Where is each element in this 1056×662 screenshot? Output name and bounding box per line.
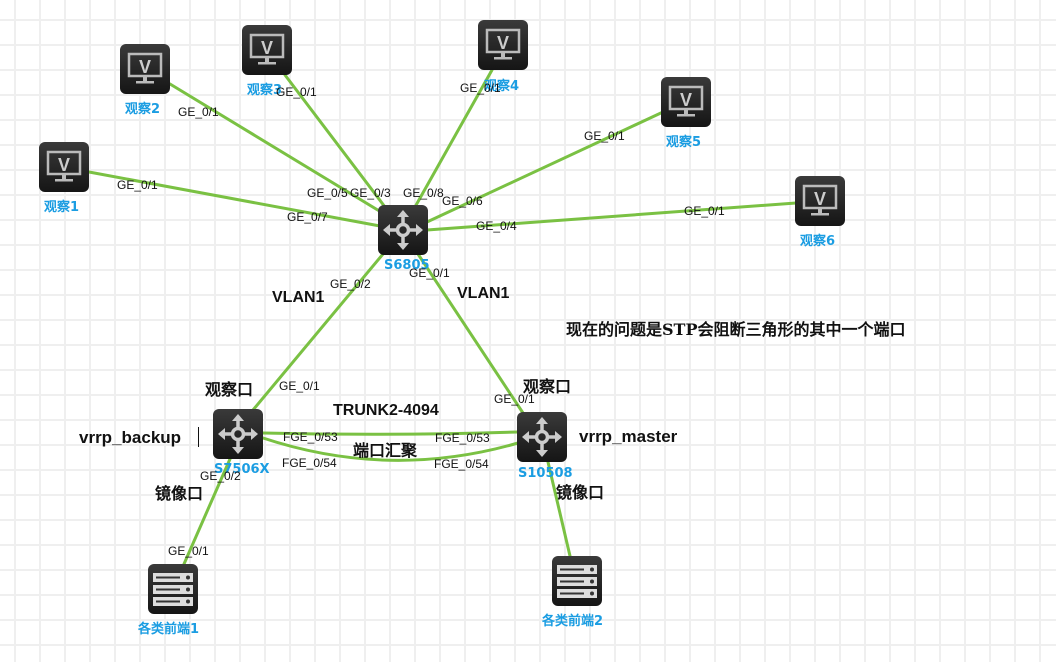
port-label: GE_0/6: [442, 194, 483, 208]
aggregation-label: 端口汇聚: [353, 441, 418, 460]
link-backup-fe1[interactable]: [182, 457, 232, 566]
port-label: GE_0/1: [460, 81, 501, 95]
port-label: GE_0/1: [684, 204, 725, 218]
link-obs5-core[interactable]: [425, 110, 665, 224]
node-obs1[interactable]: V: [39, 142, 89, 192]
node-obs3[interactable]: V: [242, 25, 292, 75]
link-core-master[interactable]: [416, 252, 525, 415]
link-obs4-core[interactable]: [413, 68, 494, 209]
node-core-switch[interactable]: [378, 205, 428, 255]
node-obs2[interactable]: V: [120, 44, 170, 94]
node-label-obs1: 观察1: [44, 200, 80, 215]
link-master-fe2[interactable]: [546, 460, 572, 558]
problem-note: 现在的问题是STP会阻断三角形的其中一个端口: [566, 320, 906, 339]
node-obs6[interactable]: V: [795, 176, 845, 226]
node-fe1-server[interactable]: [148, 564, 198, 614]
port-label: FGE_0/53: [283, 430, 338, 444]
node-fe2-server[interactable]: [552, 556, 602, 606]
node-label-obs4: 观察4: [484, 79, 520, 94]
link-core-backup[interactable]: [251, 252, 385, 412]
port-label: GE_0/1: [178, 105, 219, 119]
monitor-icon: V: [127, 52, 163, 84]
link-trunk-fge54[interactable]: [261, 436, 520, 462]
mirror-port-label-right: 镜像口: [556, 483, 605, 502]
port-label: GE_0/3: [350, 186, 391, 200]
svg-text:V: V: [497, 33, 509, 53]
port-label: FGE_0/54: [282, 456, 337, 470]
node-label-obs5: 观察5: [666, 135, 702, 150]
node-label-obs3: 观察3: [247, 83, 283, 98]
monitor-icon: V: [485, 28, 521, 60]
node-label-fe2: 各类前端2: [542, 614, 604, 629]
port-label: GE_0/2: [330, 277, 371, 291]
server-icon: [153, 573, 193, 606]
vrrp-backup-label[interactable]: vrrp_backup: [79, 428, 182, 447]
observe-port-label-left: 观察口: [205, 380, 254, 399]
link-obs6-core[interactable]: [425, 201, 798, 232]
link-obs2-core[interactable]: [168, 82, 383, 214]
port-label: GE_0/1: [279, 379, 320, 393]
node-label-backup: S7506X: [214, 462, 270, 477]
server-icon: [557, 565, 597, 598]
port-label: GE_0/1: [276, 85, 317, 99]
node-label-obs6: 观察6: [800, 234, 836, 249]
node-backup-switch[interactable]: [213, 409, 263, 459]
port-label: GE_0/4: [476, 219, 517, 233]
svg-text:V: V: [814, 189, 826, 209]
link-trunk-fge53[interactable]: [261, 430, 520, 436]
monitor-icon: V: [249, 33, 285, 65]
mirror-port-label-left: 镜像口: [155, 484, 204, 503]
port-label: GE_0/2: [200, 469, 241, 483]
monitor-icon: V: [802, 184, 838, 216]
node-label-core: S6805: [384, 258, 430, 273]
node-label-fe1: 各类前端1: [138, 622, 200, 637]
monitor-icon: V: [46, 150, 82, 182]
link-obs1-core[interactable]: [87, 170, 382, 228]
port-label: GE_0/7: [287, 210, 328, 224]
port-label: GE_0/8: [403, 186, 444, 200]
node-obs5[interactable]: V: [661, 77, 711, 127]
switch-icon: [383, 210, 423, 250]
trunk-label: TRUNK2-4094: [333, 402, 439, 419]
svg-text:V: V: [261, 38, 273, 58]
vlan-label-left: VLAN1: [272, 289, 325, 306]
text-cursor: [198, 427, 199, 447]
svg-text:V: V: [680, 90, 692, 110]
svg-text:V: V: [139, 57, 151, 77]
vrrp-master-label: vrrp_master: [579, 427, 678, 446]
port-label: FGE_0/54: [434, 457, 489, 471]
node-obs4[interactable]: V: [478, 20, 528, 70]
port-label: GE_0/1: [584, 129, 625, 143]
port-label: FGE_0/53: [435, 431, 490, 445]
node-label-obs2: 观察2: [125, 102, 161, 117]
port-label: GE_0/1: [168, 544, 209, 558]
node-master-switch[interactable]: [517, 412, 567, 462]
port-label: GE_0/1: [409, 266, 450, 280]
monitor-icon: V: [668, 85, 704, 117]
port-label: GE_0/1: [494, 392, 535, 406]
svg-text:V: V: [58, 155, 70, 175]
switch-icon: [522, 417, 562, 457]
node-label-master: S10508: [518, 466, 573, 481]
observe-port-label-right: 观察口: [523, 377, 572, 396]
link-obs3-core[interactable]: [283, 73, 387, 209]
port-label: GE_0/1: [117, 178, 158, 192]
port-label: GE_0/5: [307, 186, 348, 200]
switch-icon: [218, 414, 258, 454]
vlan-label-right: VLAN1: [457, 285, 510, 302]
